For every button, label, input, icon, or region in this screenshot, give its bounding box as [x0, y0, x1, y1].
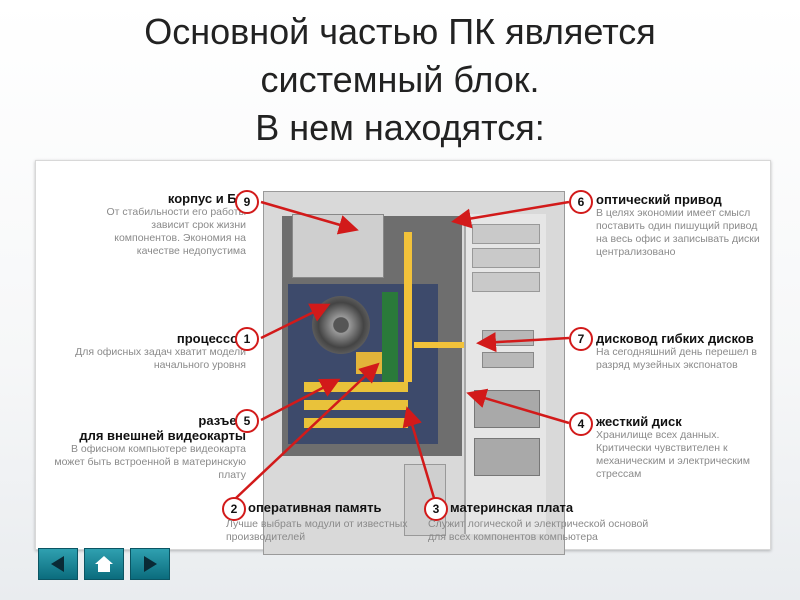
label-psu: корпус и БП От стабильности его работы з…	[96, 191, 246, 258]
label-optical-desc: В целях экономии имеет смысл поставить о…	[596, 207, 760, 258]
drive-bays	[464, 214, 546, 534]
badge-1: 1	[235, 327, 259, 351]
label-video: разъем для внешней видеокарты В офисном …	[40, 413, 246, 482]
label-optical: оптический привод В целях экономии имеет…	[596, 192, 771, 259]
label-psu-desc: От стабильности его работы зависит срок …	[106, 206, 246, 257]
label-video-title-1: разъем	[198, 413, 246, 428]
optical-bay	[472, 224, 540, 244]
badge-3: 3	[424, 497, 448, 521]
next-slide-button[interactable]	[130, 548, 170, 580]
label-floppy-desc: На сегодняшний день перешел в разряд муз…	[596, 346, 758, 371]
home-button[interactable]	[84, 548, 124, 580]
badge-6: 6	[569, 190, 593, 214]
expansion-slot	[304, 418, 408, 428]
label-hdd-title: жесткий диск	[596, 414, 682, 429]
label-video-title-2: для внешней видеокарты	[79, 428, 246, 443]
label-video-desc: В офисном компьютере видеокарта может бы…	[54, 443, 246, 481]
label-motherboard: материнская плата	[450, 500, 650, 515]
chipset	[356, 352, 382, 374]
label-motherboard-title: материнская плата	[450, 500, 574, 515]
label-cpu-desc: Для офисных задач хватит модели начально…	[75, 346, 246, 371]
label-cpu-title: процессор	[176, 331, 246, 346]
ram-module	[382, 292, 398, 392]
slide-title: Основной частью ПК является системный бл…	[0, 8, 800, 152]
hdd-bay	[474, 390, 540, 428]
badge-4: 4	[569, 412, 593, 436]
label-optical-title: оптический привод	[596, 192, 722, 207]
label-ram-title: оперативная память	[248, 500, 382, 515]
expansion-slot	[304, 382, 408, 392]
power-cable	[414, 342, 464, 348]
floppy-bay	[482, 352, 534, 368]
badge-2: 2	[222, 497, 246, 521]
title-line-2: системный блок.	[260, 59, 540, 100]
label-motherboard-desc: Служит логической и электрической осново…	[428, 518, 649, 543]
label-motherboard-description: Служит логической и электрической осново…	[428, 518, 658, 544]
label-cpu: процессор Для офисных задач хватит модел…	[50, 331, 246, 372]
label-hdd: жесткий диск Хранилище всех данных. Крит…	[596, 414, 768, 481]
label-floppy: дисковод гибких дисков На сегодняшний де…	[596, 331, 768, 372]
title-line-1: Основной частью ПК является	[144, 11, 656, 52]
floppy-bay	[482, 330, 534, 346]
optical-bay	[472, 272, 540, 292]
home-icon	[95, 556, 113, 572]
title-line-3: В нем находятся:	[255, 107, 545, 148]
badge-9: 9	[235, 190, 259, 214]
prev-slide-button[interactable]	[38, 548, 78, 580]
power-cable	[404, 232, 412, 382]
expansion-slot	[304, 400, 408, 410]
label-ram-description: Лучше выбрать модули от известных произв…	[226, 518, 416, 544]
label-ram: оперативная память	[248, 500, 428, 515]
optical-bay	[472, 248, 540, 268]
cpu-cooler	[312, 296, 370, 354]
label-psu-title: корпус и БП	[167, 191, 246, 206]
hdd-bay	[474, 438, 540, 476]
label-floppy-title: дисковод гибких дисков	[596, 331, 754, 346]
arrow-left-icon	[51, 556, 64, 572]
label-hdd-desc: Хранилище всех данных. Критически чувств…	[596, 429, 750, 480]
badge-5: 5	[235, 409, 259, 433]
system-unit-figure: корпус и БП От стабильности его работы з…	[35, 160, 771, 555]
badge-7: 7	[569, 327, 593, 351]
label-ram-desc: Лучше выбрать модули от известных произв…	[226, 518, 408, 543]
arrow-right-icon	[144, 556, 157, 572]
power-supply-unit	[292, 214, 384, 278]
